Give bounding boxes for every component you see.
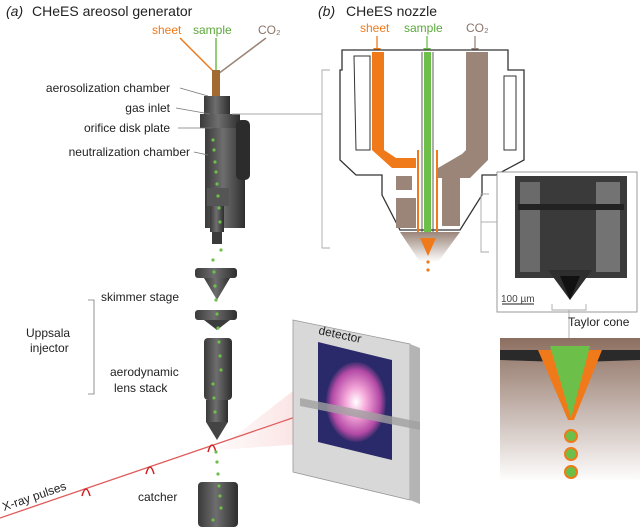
catcher-label: catcher <box>138 490 177 504</box>
particle <box>211 382 215 386</box>
particle <box>217 340 221 344</box>
uppsala-injector <box>195 268 237 440</box>
skimmer-stage-label: skimmer stage <box>101 290 179 304</box>
a-input-lines <box>179 37 267 75</box>
taylor-cone-illustration <box>500 338 640 482</box>
particle <box>215 312 219 316</box>
panel-a-title: CHeES areosol generator <box>32 3 193 19</box>
orifice-disk-plate-label: orifice disk plate <box>84 121 170 135</box>
particle <box>218 494 222 498</box>
particle <box>213 284 217 288</box>
injector-label-line2: injector <box>30 341 69 355</box>
lens-label-line1: aerodynamic <box>110 365 179 379</box>
b-co2-label: CO₂ <box>466 21 489 35</box>
aerosol-generator <box>200 70 250 244</box>
injector-label-line1: Uppsala <box>26 326 70 340</box>
a-co2-label: CO₂ <box>258 23 281 37</box>
panel-b-tag: (b) <box>318 3 335 19</box>
particle <box>212 148 216 152</box>
lens-label-line2: lens stack <box>114 381 168 395</box>
neutralization-chamber-label: neutralization chamber <box>69 145 190 159</box>
gas-inlet-label: gas inlet <box>125 101 170 115</box>
a-sample-label: sample <box>193 23 232 37</box>
taylor-cone-label: Taylor cone <box>568 315 630 329</box>
catcher <box>198 482 238 527</box>
particle <box>214 450 218 454</box>
microscope-image <box>496 171 638 313</box>
particle <box>219 248 223 252</box>
particle <box>211 138 215 142</box>
zoom-bracket-2 <box>480 193 587 340</box>
particle <box>218 354 222 358</box>
particle <box>211 518 215 522</box>
scalebar-label: 100 µm <box>501 294 535 305</box>
particle <box>215 460 219 464</box>
particle <box>212 270 216 274</box>
particle <box>219 368 223 372</box>
particle <box>213 160 217 164</box>
a-leader-lines <box>88 87 212 395</box>
panel-a-tag: (a) <box>6 3 23 19</box>
detector <box>292 319 420 504</box>
panel-b-title: CHeES nozzle <box>346 3 437 19</box>
aerosolization-chamber-label: aerosolization chamber <box>46 81 170 95</box>
particle <box>212 396 216 400</box>
particle <box>217 206 221 210</box>
particle <box>214 298 218 302</box>
a-sheet-label: sheet <box>152 23 182 37</box>
particle <box>217 484 221 488</box>
particle <box>219 506 223 510</box>
particle <box>215 182 219 186</box>
particle <box>214 170 218 174</box>
b-sample-label: sample <box>404 21 443 35</box>
particle <box>216 472 220 476</box>
particle-stream <box>211 138 223 522</box>
xray-pulses-label: X-ray pulses <box>0 479 68 514</box>
zoom-bracket <box>232 69 330 249</box>
particle <box>213 410 217 414</box>
particle <box>211 258 215 262</box>
particle <box>218 220 222 224</box>
nozzle-cross-section <box>339 49 525 272</box>
particle <box>216 194 220 198</box>
b-sheet-label: sheet <box>360 21 390 35</box>
particle <box>216 326 220 330</box>
